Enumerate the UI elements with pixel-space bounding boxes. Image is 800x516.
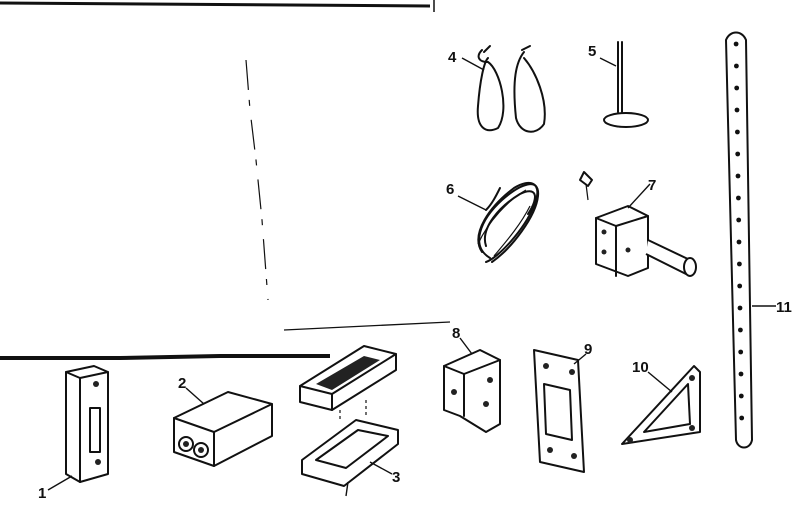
strap-hole: [738, 349, 744, 355]
strap-hole: [737, 305, 743, 311]
part-7-door-bracket: [579, 171, 697, 277]
strap-hole: [734, 107, 740, 113]
strap-hole: [737, 261, 742, 267]
label-part-10: 10: [632, 359, 649, 376]
scan-artifacts: [0, 0, 451, 360]
label-part-5: 5: [588, 43, 596, 60]
label-part-2: 2: [178, 375, 186, 392]
part-3-transmitter: [299, 345, 399, 497]
strap-hole: [734, 63, 739, 69]
label-part-4: 4: [448, 49, 457, 66]
label-part-6: 6: [446, 181, 454, 198]
part-4-spring-clips: [461, 45, 546, 133]
label-part-3: 3: [392, 469, 400, 486]
part-5-release-rope: [599, 41, 649, 128]
part-11-perforated-strap: [725, 31, 776, 449]
strap-hole: [735, 129, 740, 135]
strap-hole: [736, 217, 742, 223]
label-part-8: 8: [452, 325, 460, 342]
strap-hole: [738, 393, 744, 399]
label-part-9: 9: [584, 341, 592, 358]
part-labels: 1 2 3 4 5 6 7 8 9 10 11: [38, 43, 792, 502]
label-part-11: 11: [776, 299, 792, 316]
strap-hole: [737, 283, 743, 289]
part-10-triangle-bracket: [621, 365, 701, 445]
part-1-push-button: [47, 365, 109, 491]
strap-hole: [739, 415, 745, 421]
part-2-battery-box: [173, 387, 273, 467]
strap-hole: [733, 41, 739, 47]
part-8-angle-bracket: [443, 337, 501, 433]
strap-hole: [736, 239, 742, 245]
strap-hole: [735, 173, 741, 179]
label-part-7: 7: [648, 177, 656, 194]
strap-hole: [735, 151, 741, 157]
part-6-coiled-wire: [457, 181, 540, 263]
strap-holes: [733, 41, 745, 421]
strap-hole: [738, 371, 744, 377]
strap-hole: [738, 327, 743, 333]
strap-hole: [736, 195, 741, 201]
strap-hole: [734, 85, 740, 91]
label-part-1: 1: [38, 485, 46, 502]
part-9-mounting-plate: [533, 349, 587, 473]
